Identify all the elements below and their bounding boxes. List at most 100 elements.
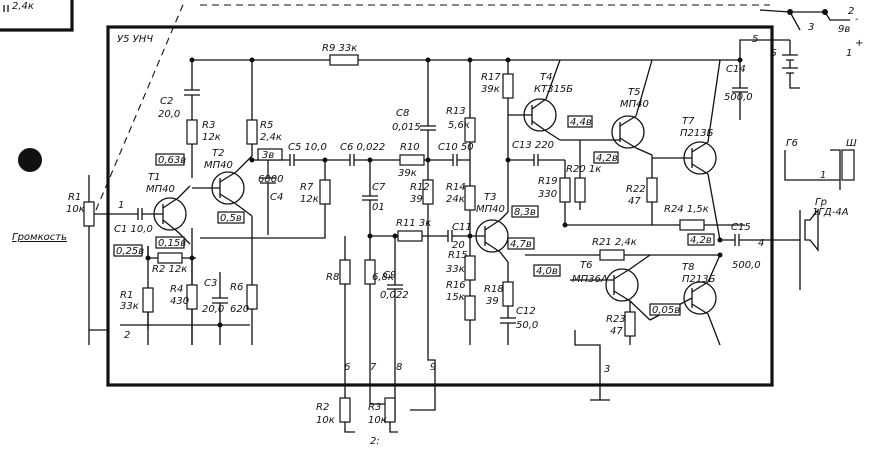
svg-text:R7: R7 xyxy=(300,182,314,193)
svg-text:R18: R18 xyxy=(484,284,504,295)
svg-text:R11 3к: R11 3к xyxy=(396,218,431,229)
bottom-pots: R2 10к R3 10к 2: xyxy=(316,360,398,447)
svg-text:T7: T7 xyxy=(682,116,695,127)
c2-capacitor: C2 20,0 xyxy=(158,60,200,120)
svg-text:39к: 39к xyxy=(398,168,417,179)
r7-resistor: R7 12к xyxy=(300,160,331,210)
svg-text:0,05в: 0,05в xyxy=(652,305,680,316)
svg-text:R8: R8 xyxy=(326,272,339,283)
c4-capacitor: 6800 C4 xyxy=(258,160,283,235)
svg-text:МП36А: МП36А xyxy=(572,274,608,285)
svg-text:МП40: МП40 xyxy=(476,204,505,215)
svg-text:R23: R23 xyxy=(606,314,626,325)
r5-resistor: R5 2,4к xyxy=(246,60,282,156)
svg-text:C4: C4 xyxy=(270,192,283,203)
r23-resistor: R23 47 xyxy=(606,301,636,345)
r9-resistor: R9 33к xyxy=(322,43,359,66)
r8-resistor: R8 xyxy=(326,236,351,360)
c9-capacitor: C9 0,022 xyxy=(380,236,409,360)
svg-text:20,0: 20,0 xyxy=(202,304,224,315)
svg-text:C3: C3 xyxy=(204,278,217,289)
voltage-box-4: 0,15в xyxy=(155,236,186,249)
svg-text:R3: R3 xyxy=(368,402,381,413)
r13-resistor: R13 5,6к xyxy=(446,60,476,180)
c3-capacitor: C3 20,0 xyxy=(202,272,228,325)
svg-text:+: + xyxy=(855,38,863,49)
svg-text:R4: R4 xyxy=(170,284,183,295)
r15-resistor: R15 33к xyxy=(446,236,476,290)
c8-capacitor: C8 0,015 xyxy=(392,60,436,160)
dashed-link xyxy=(95,0,186,211)
svg-text:C1 10,0: C1 10,0 xyxy=(114,224,153,235)
svg-text:0,5в: 0,5в xyxy=(220,213,242,224)
r11-resistor: R11 3к xyxy=(370,218,445,242)
svg-text:12к: 12к xyxy=(202,132,221,143)
svg-text:500,0: 500,0 xyxy=(732,260,761,271)
ink-blot xyxy=(18,148,42,172)
t2-transistor: T2 МП40 xyxy=(192,148,253,217)
svg-text:2,4к: 2,4к xyxy=(260,132,282,143)
svg-text:4,0в: 4,0в xyxy=(536,266,558,277)
t8-transistor: T8 П213Б xyxy=(649,254,721,346)
svg-text:3в: 3в xyxy=(262,150,274,161)
r19-resistor: R19 330 xyxy=(538,160,571,225)
svg-text:3: 3 xyxy=(808,22,814,33)
svg-text:Гр: Гр xyxy=(815,197,827,208)
r16-resistor: R16 15к xyxy=(446,280,476,345)
speaker-icon: Гр 1ГД-4А xyxy=(799,197,849,290)
board-title: У5 УНЧ xyxy=(117,34,153,45)
svg-text:C7: C7 xyxy=(372,182,386,193)
power-switch: 2 3 1 9в - + xyxy=(759,6,863,59)
svg-text:6,8к: 6,8к xyxy=(372,272,394,283)
junction-dots xyxy=(145,57,743,328)
jack-connector: Г6 Ш 1 xyxy=(784,138,857,190)
svg-text:Б: Б xyxy=(770,48,777,59)
svg-text:4,4в: 4,4в xyxy=(570,117,592,128)
svg-text:C9: C9 xyxy=(383,270,396,281)
svg-text:R1: R1 xyxy=(120,290,133,301)
svg-text:39: 39 xyxy=(486,296,499,307)
voltage-box-5: 0,25в xyxy=(113,244,144,257)
c7-capacitor: C7 01 xyxy=(362,160,386,236)
svg-text:4,7в: 4,7в xyxy=(510,239,532,250)
t7-transistor: T7 П213Б xyxy=(652,59,721,241)
r12-resistor: R12 39 xyxy=(410,160,434,236)
svg-text:10к: 10к xyxy=(66,204,85,215)
svg-text:-: - xyxy=(855,14,859,25)
pin-labels: 5 1 2 3 4 6 7 8 9 xyxy=(118,34,764,375)
svg-text:Ш: Ш xyxy=(846,138,857,149)
svg-text:T8: T8 xyxy=(682,262,694,273)
svg-text:2:: 2: xyxy=(370,436,380,447)
c10-capacitor: C10 50 xyxy=(438,142,474,166)
svg-text:R24 1,5к: R24 1,5к xyxy=(664,204,709,215)
amplifier-board-outline xyxy=(106,25,774,387)
svg-text:4,2в: 4,2в xyxy=(596,153,618,164)
svg-text:П213Б: П213Б xyxy=(682,274,716,285)
svg-text:Т5: Т5 xyxy=(628,87,640,98)
svg-text:47: 47 xyxy=(610,326,623,337)
svg-text:10к: 10к xyxy=(316,415,335,426)
svg-text:6800: 6800 xyxy=(258,174,283,185)
svg-text:R16: R16 xyxy=(446,280,466,291)
svg-text:4,2в: 4,2в xyxy=(690,235,712,246)
svg-text:C14: C14 xyxy=(726,64,746,75)
svg-text:10к: 10к xyxy=(368,415,387,426)
svg-text:R2 12к: R2 12к xyxy=(152,264,187,275)
svg-text:47: 47 xyxy=(628,196,641,207)
svg-text:R20 1к: R20 1к xyxy=(566,164,601,175)
svg-text:500,0: 500,0 xyxy=(724,92,753,103)
svg-text:R14: R14 xyxy=(446,182,466,193)
svg-text:4: 4 xyxy=(758,238,764,249)
svg-text:8,3в: 8,3в xyxy=(514,207,536,218)
svg-text:R6: R6 xyxy=(230,282,243,293)
voltage-box-12: 4,2в xyxy=(687,233,715,246)
svg-text:1: 1 xyxy=(118,200,124,211)
svg-text:R19: R19 xyxy=(538,176,558,187)
svg-text:П213Б: П213Б xyxy=(680,128,714,139)
voltage-box-2: 3в xyxy=(257,148,283,161)
svg-text:R15: R15 xyxy=(448,250,468,261)
top-left-fragment: 2,4к xyxy=(0,0,74,32)
c6-capacitor: C6 0,022 xyxy=(340,142,400,166)
svg-text:R17: R17 xyxy=(481,72,501,83)
r4-resistor: R4 430 xyxy=(170,258,198,345)
